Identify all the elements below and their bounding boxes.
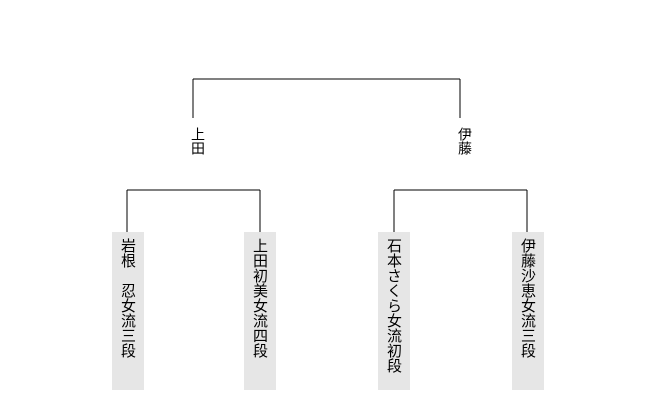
semifinal-winner-left: 上田 xyxy=(181,127,205,155)
player-box-1: 岩根 忍女流三段 xyxy=(112,232,144,390)
player-box-2: 上田初美女流四段 xyxy=(244,232,276,390)
player-box-4: 伊藤沙恵女流三段 xyxy=(512,232,544,390)
player-box-3: 石本さくら女流初段 xyxy=(378,232,410,390)
semifinal-winner-right: 伊藤 xyxy=(448,127,472,155)
